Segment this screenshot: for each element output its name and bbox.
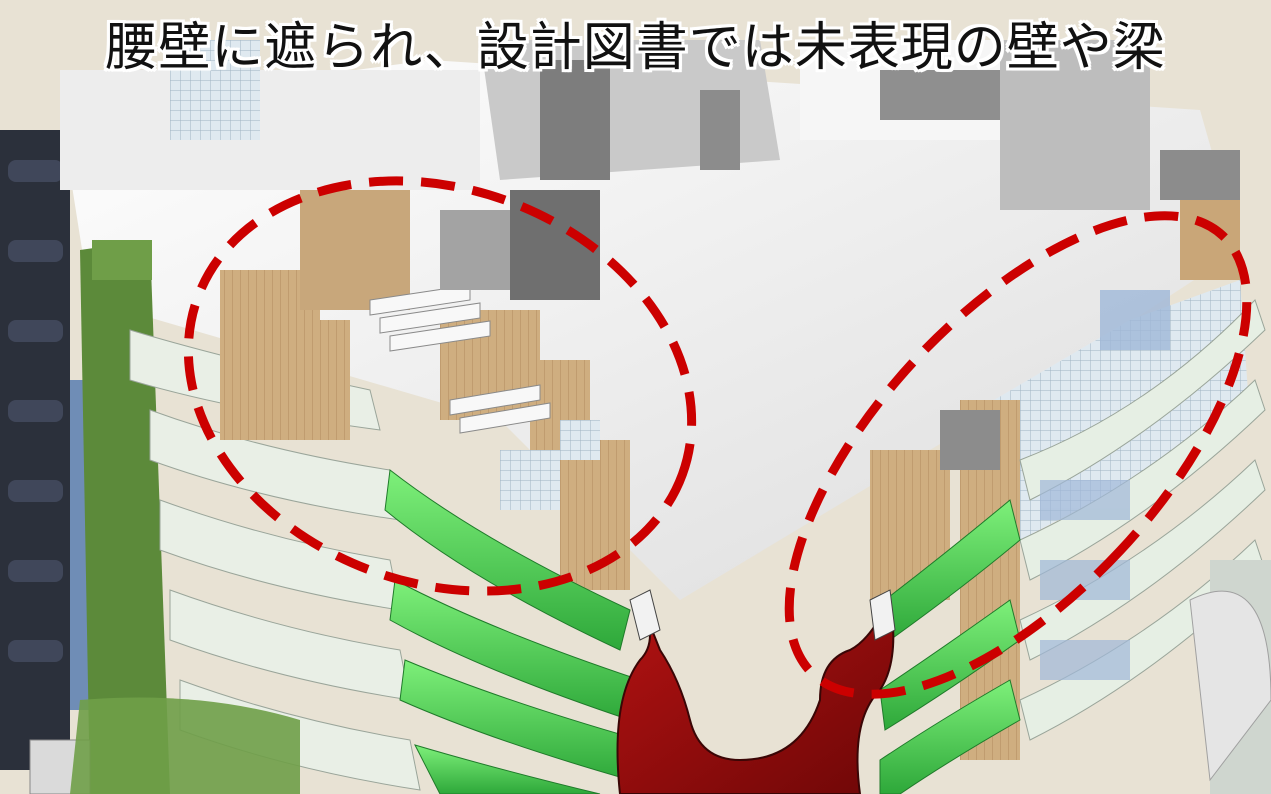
- caption-title: 腰壁に遮られ、設計図書では未表現の壁や梁: [105, 18, 1166, 78]
- dark-column: [0, 130, 70, 770]
- stair-flight: [369, 284, 551, 434]
- green-beams-right: [879, 499, 1021, 794]
- dashed-ellipse-left: [183, 176, 697, 596]
- green-beams-left: [384, 469, 641, 794]
- dashed-ellipse-right: [784, 211, 1252, 699]
